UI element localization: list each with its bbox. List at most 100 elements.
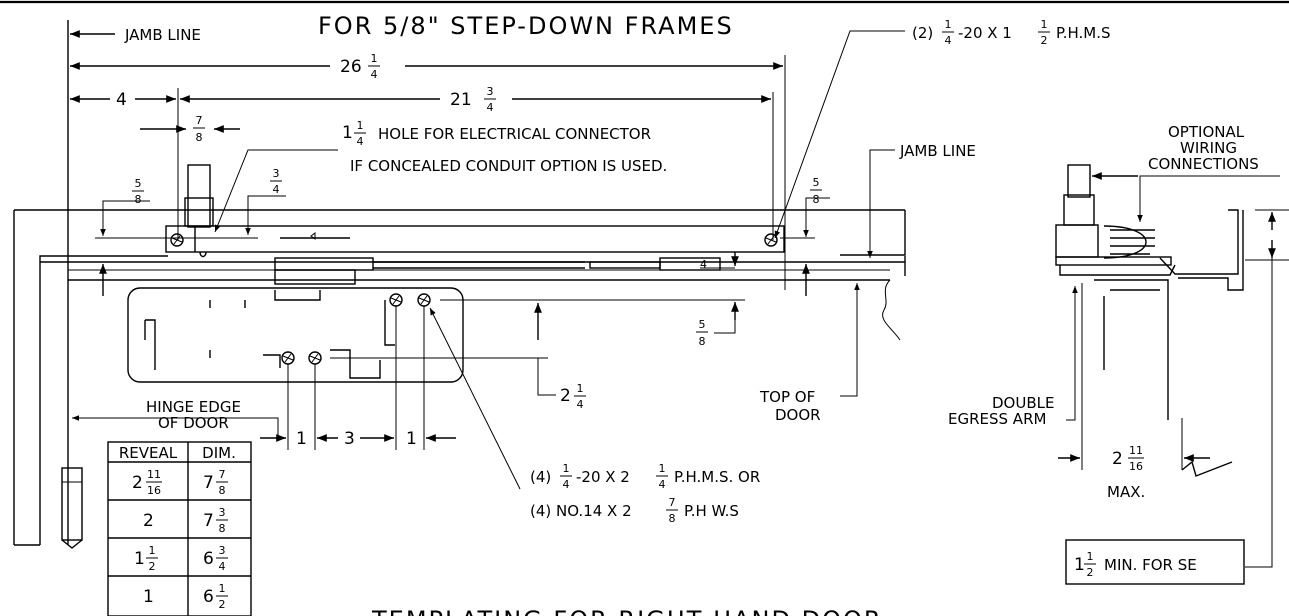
hinge-edge-label-1: HINGE EDGE bbox=[146, 398, 241, 416]
side-body bbox=[1094, 279, 1169, 420]
side-bracket bbox=[1055, 224, 1099, 258]
dim-header: DIM. bbox=[202, 444, 236, 462]
reveal-row3-whole: 1 bbox=[134, 549, 145, 569]
hole-whole: 1 bbox=[342, 123, 353, 143]
dim-78-den: 8 bbox=[196, 131, 203, 144]
hinge-edge-block bbox=[61, 467, 83, 541]
hole-num: 1 bbox=[357, 119, 364, 132]
side-spring bbox=[1103, 225, 1155, 259]
screw-b1-prefix: (4) bbox=[530, 468, 551, 486]
connector-nut bbox=[184, 197, 214, 227]
closer-body-detail bbox=[144, 290, 395, 379]
max-label: MAX. bbox=[1107, 483, 1145, 501]
hole-den: 4 bbox=[357, 135, 364, 148]
jamb-line-right-leader bbox=[867, 149, 895, 258]
dim-row3-den: 4 bbox=[219, 560, 226, 573]
arm-shoe bbox=[659, 257, 721, 271]
dim-row1-den: 8 bbox=[219, 484, 226, 497]
dim-214-leader bbox=[537, 358, 556, 396]
dim-214-value: 2 bbox=[560, 386, 571, 406]
hole-note-line2: IF CONCEALED CONDUIT OPTION IS USED. bbox=[350, 157, 667, 175]
dim-row4-num: 1 bbox=[219, 582, 226, 595]
dim-row3-whole: 6 bbox=[203, 549, 214, 569]
diagram-title: FOR 5/8" STEP-DOWN FRAMES bbox=[318, 12, 734, 40]
screw-top-suffix: P.H.M.S bbox=[1056, 24, 1111, 42]
screw-b1-mid: -20 X 2 bbox=[576, 468, 630, 486]
dim-58c-leader bbox=[714, 320, 736, 334]
screw-note-top-leader bbox=[774, 30, 905, 239]
dim-58l-num: 5 bbox=[135, 177, 142, 190]
side-lower-plate bbox=[1059, 264, 1176, 276]
min-note-leader bbox=[1245, 258, 1273, 568]
dim-row2-whole: 7 bbox=[203, 511, 214, 531]
screw-b2-den: 8 bbox=[669, 512, 676, 525]
dim-58r-den: 8 bbox=[813, 193, 820, 206]
screw-b2-num: 7 bbox=[669, 496, 676, 509]
screw-b1-num2: 1 bbox=[659, 462, 666, 475]
screw-top-mid: -20 X 1 bbox=[958, 24, 1012, 42]
dim-26-num: 1 bbox=[371, 52, 378, 65]
arm-bar-2 bbox=[274, 269, 356, 285]
screw-b2-suffix: P.H W.S bbox=[684, 502, 739, 520]
screw-top-num2: 1 bbox=[1041, 18, 1048, 31]
dim-1b-value: 1 bbox=[406, 429, 417, 449]
arm-shoe-mark: 4 bbox=[700, 258, 707, 271]
screw-closer-3 bbox=[389, 293, 403, 307]
reveal-header: REVEAL bbox=[119, 444, 178, 462]
screw-b1-den2: 4 bbox=[659, 478, 666, 491]
dim-21-value: 21 bbox=[450, 90, 472, 110]
dim-2-11-num: 11 bbox=[1129, 444, 1143, 457]
connector-body bbox=[187, 164, 211, 228]
dim-row1-num: 7 bbox=[219, 468, 226, 481]
min-note-whole: 1 bbox=[1074, 555, 1085, 575]
mounting-plate bbox=[165, 225, 785, 253]
screw-closer-4 bbox=[417, 293, 431, 307]
dim-34-leader bbox=[245, 195, 286, 235]
screw-top-left bbox=[170, 233, 184, 247]
min-note-box bbox=[1065, 539, 1245, 585]
dim-26-den: 4 bbox=[371, 68, 378, 81]
double-egress-label-2: EGRESS ARM bbox=[948, 410, 1046, 428]
reveal-table-border bbox=[107, 441, 252, 616]
reveal-row3-den: 2 bbox=[149, 560, 156, 573]
hole-leader bbox=[214, 149, 338, 233]
optional-label-1: OPTIONAL bbox=[1168, 123, 1245, 141]
optional-label-2: WIRING bbox=[1180, 139, 1237, 157]
dim-78-num: 7 bbox=[196, 114, 203, 127]
reveal-table: REVEAL DIM. 2 11 16 7 7 8 2 7 3 8 1 1 2 … bbox=[107, 441, 252, 616]
screw-b1-den1: 4 bbox=[563, 478, 570, 491]
double-egress-leader bbox=[1066, 286, 1078, 421]
closer-body-outline bbox=[127, 287, 464, 383]
jamb-line-label-right: JAMB LINE bbox=[899, 142, 976, 160]
side-break bbox=[1181, 460, 1233, 477]
dim-row1-whole: 7 bbox=[203, 473, 214, 493]
dim-2-11-whole: 2 bbox=[1112, 449, 1123, 469]
connector-stem bbox=[194, 226, 207, 258]
dim-58r-leader bbox=[803, 197, 830, 237]
dim-58r-num: 5 bbox=[813, 176, 820, 189]
top-of-door-label-1: TOP OF bbox=[759, 388, 815, 406]
screw-b1-suffix: P.H.M.S. OR bbox=[674, 468, 760, 486]
reveal-row1-whole: 2 bbox=[132, 473, 143, 493]
bottom-title: TEMPLATING FOR RIGHT HAND DOOR bbox=[371, 606, 883, 616]
double-egress-label-1: DOUBLE bbox=[992, 394, 1054, 412]
dim-4-value: 4 bbox=[116, 90, 127, 110]
hinge-edge-label-2: OF DOOR bbox=[158, 414, 229, 432]
reveal-row2-whole: 2 bbox=[143, 511, 154, 531]
dim-58l-den: 8 bbox=[135, 193, 142, 206]
dim-34-num: 3 bbox=[273, 167, 280, 180]
dim-1a-value: 1 bbox=[296, 429, 307, 449]
dim-2-11-den: 16 bbox=[1129, 460, 1143, 473]
min-note-text: MIN. FOR SE bbox=[1104, 556, 1197, 574]
side-frame-profile bbox=[1159, 209, 1239, 275]
screw-closer-1 bbox=[281, 351, 295, 365]
jamb-line-label-top: JAMB LINE bbox=[124, 26, 201, 44]
dim-row3-num: 3 bbox=[219, 544, 226, 557]
reveal-row4-whole: 1 bbox=[143, 587, 154, 607]
min-note-num: 1 bbox=[1087, 550, 1094, 563]
optional-label-3: CONNECTIONS bbox=[1148, 155, 1259, 173]
dim-214-num: 1 bbox=[577, 382, 584, 395]
screw-top-num1: 1 bbox=[945, 18, 952, 31]
side-view bbox=[1055, 164, 1289, 568]
